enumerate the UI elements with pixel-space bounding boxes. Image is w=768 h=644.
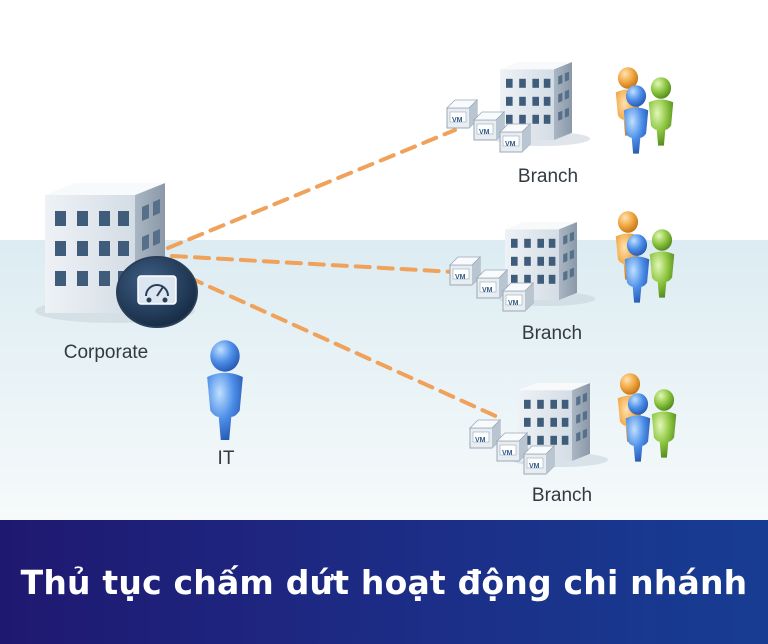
vm-label: VM [479,129,490,136]
vm-label: VM [482,287,493,294]
it-label: IT [218,448,235,469]
vm-label: VM [529,463,540,470]
it-node: IT [207,340,243,469]
branch-label: Branch [522,323,582,344]
user-group-icon [615,67,674,154]
vm-label: VM [502,450,513,457]
branch-node-3: VM VM VM Branch [469,373,677,506]
link-to-branch-3 [166,266,502,420]
vm-label: VM [455,274,466,281]
vm-label: VM [508,300,519,307]
branch-node-1: VM VM VM Branch [446,62,674,187]
link-to-branch-2 [170,254,457,274]
dashboard-gauge-icon [116,256,198,328]
branch-label: Branch [518,166,578,187]
vm-label: VM [505,141,516,148]
network-diagram: Corporate IT VM VM VM Branch [0,62,768,520]
corporate-label: Corporate [64,342,149,363]
branch-label: Branch [532,485,592,506]
network-links [166,128,502,420]
vm-label: VM [475,437,486,444]
banner-title: Thủ tục chấm dứt hoạt động chi nhánh [20,562,748,602]
title-banner: Thủ tục chấm dứt hoạt động chi nhánh [0,520,768,644]
link-to-branch-1 [166,128,457,250]
corporate-node: Corporate [35,183,198,363]
vm-label: VM [452,117,463,124]
branch-node-2: VM VM VM Branch [449,211,675,344]
